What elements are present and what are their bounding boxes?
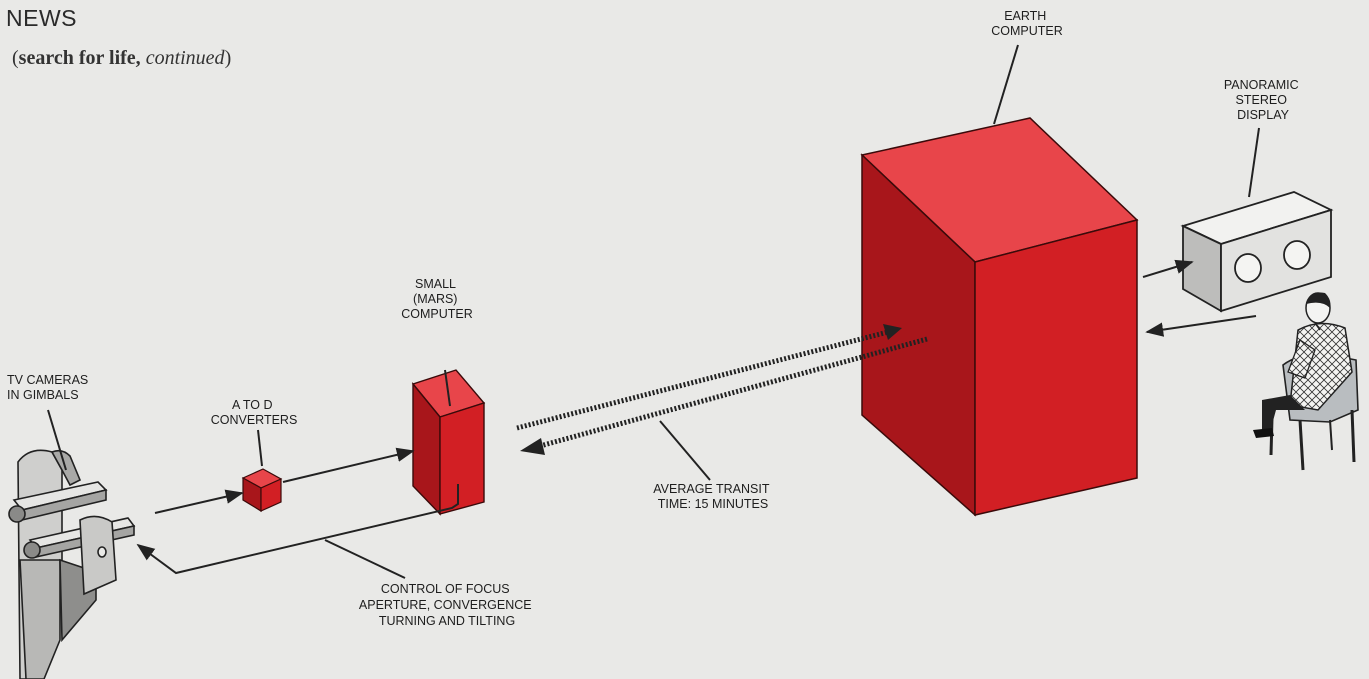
label-earth-computer: EARTH COMPUTER — [991, 9, 1063, 38]
mars-computer-box — [411, 369, 486, 516]
a-to-d-converter-cube — [241, 468, 283, 513]
label-panoramic-display: PANORAMIC STEREO DISPLAY — [1224, 78, 1302, 122]
arrow-earth-to-display — [1142, 259, 1194, 278]
subtitle-italic: continued — [145, 47, 225, 69]
arrow-converter-to-mars — [282, 447, 415, 483]
leader-control — [324, 539, 406, 579]
label-transit: AVERAGE TRANSIT TIME: 15 MINUTES — [653, 482, 773, 511]
seated-viewer — [1253, 292, 1359, 471]
arrows — [47, 44, 1260, 579]
arrow-person-to-earth — [1145, 315, 1257, 337]
leader-transit — [659, 420, 711, 481]
label-mars-computer: SMALL (MARS) COMPUTER — [401, 277, 473, 321]
earth-computer-box — [860, 117, 1139, 517]
leader-tv — [47, 409, 67, 471]
panoramic-display — [1180, 191, 1334, 313]
transmission-link — [516, 324, 928, 455]
leader-mars — [444, 369, 451, 407]
subtitle: (search for life, continued) — [12, 47, 232, 69]
tv-cameras-gimbals — [8, 449, 136, 679]
arrow-camera-to-converter — [154, 489, 244, 514]
leader-a-to-d — [257, 429, 263, 467]
leader-earth — [993, 44, 1019, 125]
label-tv-cameras: TV CAMERAS IN GIMBALS — [7, 373, 92, 402]
section-title: NEWS — [6, 5, 77, 31]
label-control: CONTROL OF FOCUS APERTURE, CONVERGENCE T… — [359, 582, 535, 628]
subtitle-bold: search for life, — [18, 47, 141, 69]
label-a-to-d: A TO D CONVERTERS — [211, 398, 298, 427]
leader-display — [1248, 127, 1260, 198]
arrow-control-loop — [136, 484, 459, 575]
